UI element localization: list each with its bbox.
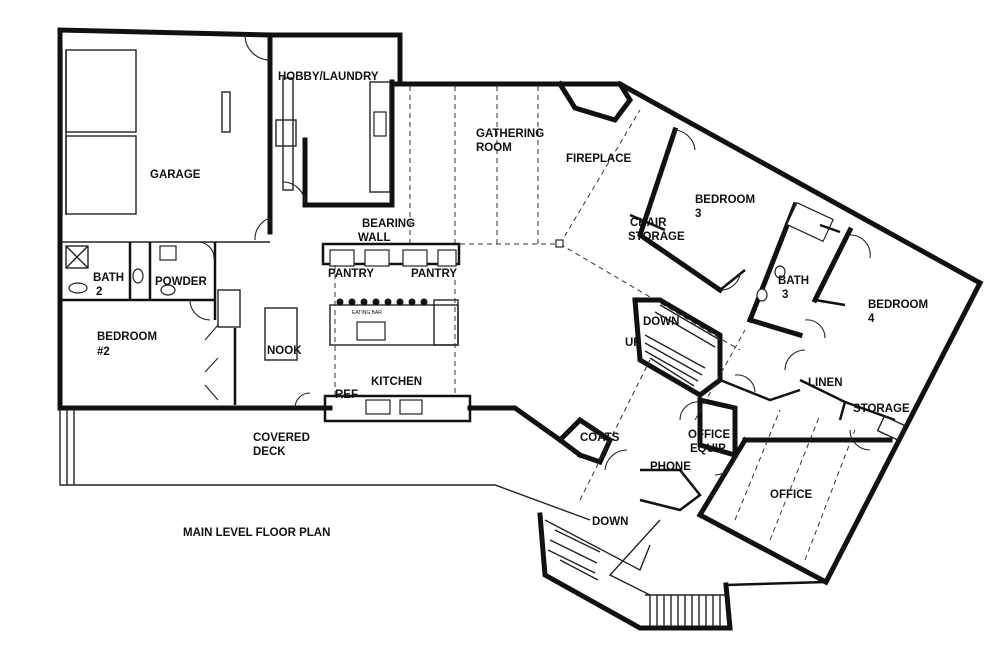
office-equip-label-2: EQUIP.	[690, 443, 728, 455]
bath2-label-2: 2	[96, 286, 102, 298]
garage-label: GARAGE	[150, 169, 201, 181]
pantry-right-label: PANTRY	[411, 268, 457, 280]
covered-deck-label-1: COVERED	[253, 432, 310, 444]
bath3-details	[746, 201, 841, 339]
bath3-label-1: BATH	[778, 275, 809, 287]
office-label: OFFICE	[770, 489, 812, 501]
down-lower-label: DOWN	[592, 516, 628, 528]
pantry-left-label: PANTRY	[328, 268, 374, 280]
bath3-label-2: 3	[782, 289, 788, 301]
office-wing	[556, 329, 893, 561]
lower-stairs	[544, 519, 726, 626]
bedroom2-label-2: #2	[97, 346, 110, 358]
office-equip-label-1: OFFICE	[688, 429, 730, 441]
exterior-walls	[57, 27, 984, 631]
gathering-room-lines	[409, 86, 741, 351]
bath2-powder	[60, 241, 217, 320]
kitchen-details	[321, 242, 472, 423]
bedroom2-details	[189, 289, 241, 405]
covered-deck	[59, 408, 591, 521]
bearing-wall-label-1: BEARING	[362, 218, 415, 230]
ref-label: REF	[335, 389, 358, 401]
hobby-laundry-details	[275, 77, 391, 205]
bedroom4-details	[804, 226, 871, 339]
bearing-wall-label-2: WALL	[358, 232, 391, 244]
storage-label: STORAGE	[853, 403, 910, 415]
coats-label: COATS	[580, 432, 620, 444]
covered-deck-label-2: DECK	[253, 446, 286, 458]
bedroom4-label-2: 4	[868, 313, 875, 325]
bath2-label-1: BATH	[93, 272, 124, 284]
bedroom3-label-1: BEDROOM	[695, 194, 755, 206]
powder-label: POWDER	[155, 276, 207, 288]
down-upper-label: DOWN	[643, 316, 679, 328]
linen-label: LINEN	[808, 377, 843, 389]
kitchen-label: KITCHEN	[371, 376, 422, 388]
eating-bar-label: EATING BAR	[352, 310, 382, 316]
bedroom4-label-1: BEDROOM	[868, 299, 928, 311]
gathering-room-label-1: GATHERING	[476, 128, 544, 140]
hobby-laundry-label: HOBBY/LAUNDRY	[278, 71, 379, 83]
chair-storage-label-2: STORAGE	[628, 231, 685, 243]
gathering-room-label-2: ROOM	[476, 142, 512, 154]
plan-title: MAIN LEVEL FLOOR PLAN	[183, 527, 330, 539]
bedroom3-details	[629, 126, 746, 294]
garage-details	[60, 34, 271, 243]
up-label: UP	[625, 337, 641, 349]
room-labels: HOBBY/LAUNDRY GARAGE GATHERING ROOM FIRE…	[93, 71, 928, 528]
nook-details	[264, 307, 311, 409]
hall-closets	[719, 349, 906, 451]
bedroom3-label-2: 3	[695, 208, 701, 220]
upper-stairs	[632, 297, 723, 398]
phone-label: PHONE	[650, 461, 691, 473]
bedroom2-label-1: BEDROOM	[97, 331, 157, 343]
nook-label: NOOK	[267, 345, 302, 357]
fireplace-label: FIREPLACE	[566, 153, 632, 165]
chair-storage-label-1: CHAIR	[630, 217, 667, 229]
